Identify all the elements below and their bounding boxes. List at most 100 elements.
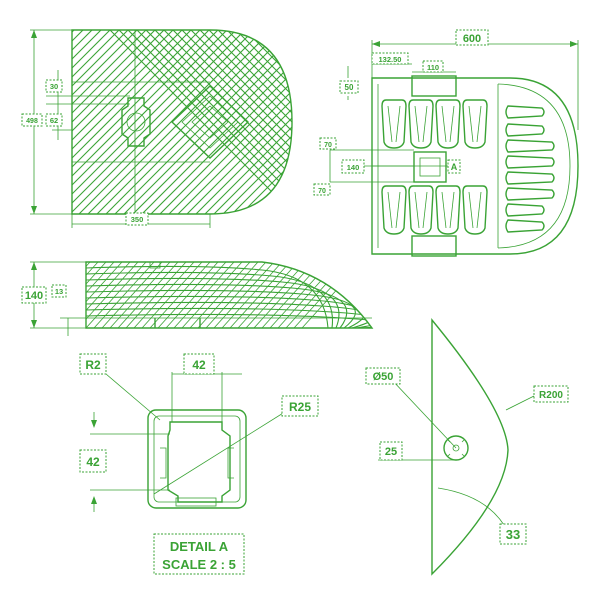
hatch-line bbox=[72, 30, 138, 214]
hatch-line bbox=[407, 30, 591, 214]
hatch-line bbox=[72, 30, 174, 214]
section-marker-a: A bbox=[451, 162, 458, 172]
hatch-line bbox=[109, 262, 171, 328]
hatch-line bbox=[149, 262, 211, 328]
hatch-line bbox=[205, 262, 267, 328]
hatch-line bbox=[118, 30, 292, 214]
hatch-line bbox=[235, 30, 292, 214]
plan-hatching bbox=[72, 30, 591, 214]
dimension-labels: 600 132.50 110 50 70 140 70 A 498 30 62 … bbox=[21, 29, 569, 575]
hatch-line bbox=[150, 30, 292, 214]
nose-drainage-cell bbox=[505, 105, 545, 119]
hatch-line bbox=[86, 262, 131, 328]
hatch-line bbox=[245, 262, 307, 328]
dim-140-front: 140 bbox=[25, 290, 43, 302]
dim-70-upper: 70 bbox=[324, 142, 332, 149]
plan-view-right bbox=[371, 75, 579, 257]
hatch-line bbox=[105, 30, 291, 214]
hatch-line bbox=[72, 30, 237, 214]
dim-50: 50 bbox=[345, 83, 354, 92]
plan-view-dimensions bbox=[30, 29, 211, 228]
hatch-line bbox=[86, 262, 107, 328]
hatch-line bbox=[86, 262, 99, 328]
hatch-line bbox=[208, 30, 292, 214]
hatch-line bbox=[72, 30, 219, 214]
detail-scale: SCALE 2 : 5 bbox=[162, 557, 236, 572]
hatch-line bbox=[141, 262, 203, 328]
hatch-line bbox=[222, 30, 292, 214]
dim-498: 498 bbox=[26, 118, 38, 125]
hatch-line bbox=[181, 262, 243, 328]
hatch-line bbox=[159, 30, 292, 214]
plan-right-dimensions bbox=[329, 40, 579, 183]
nose-drainage-cell bbox=[505, 139, 555, 153]
hatch-line bbox=[226, 30, 292, 214]
dim-30: 30 bbox=[50, 82, 58, 91]
hatch-line bbox=[101, 262, 163, 328]
hatch-line bbox=[195, 30, 292, 214]
hatch-line bbox=[72, 30, 129, 214]
contour-line bbox=[86, 301, 372, 328]
detail-r25: R25 bbox=[289, 400, 311, 414]
end-33: 33 bbox=[506, 527, 520, 542]
hatch-line bbox=[204, 30, 292, 214]
hatch-line bbox=[181, 30, 292, 214]
hatch-line bbox=[163, 30, 292, 214]
hatch-line bbox=[244, 30, 292, 214]
hatch-line bbox=[199, 30, 292, 214]
hatch-line bbox=[114, 30, 292, 214]
dim-110: 110 bbox=[427, 63, 439, 72]
hatch-line bbox=[190, 30, 292, 214]
hatch-line bbox=[72, 30, 165, 214]
nose-drainage-cell bbox=[505, 171, 555, 185]
drainage-cell bbox=[462, 99, 488, 149]
end-r200: R200 bbox=[539, 390, 563, 401]
hatch-line bbox=[72, 30, 156, 214]
nose-drainage-cell bbox=[505, 219, 545, 233]
detail-r2: R2 bbox=[85, 358, 101, 372]
hatch-line bbox=[86, 262, 123, 328]
end-diameter-50: Ø50 bbox=[373, 371, 394, 383]
hatch-line bbox=[72, 30, 201, 214]
hatch-line bbox=[217, 30, 292, 214]
detail-a-view bbox=[90, 372, 289, 512]
dim-70-lower: 70 bbox=[318, 188, 326, 195]
drainage-cell bbox=[435, 99, 461, 149]
contour-line bbox=[86, 313, 372, 328]
hatch-line bbox=[172, 30, 292, 214]
contour-line bbox=[86, 289, 356, 328]
dim-350: 350 bbox=[131, 215, 144, 224]
contour-line bbox=[86, 307, 372, 328]
hatch-line bbox=[177, 30, 292, 214]
hatch-line bbox=[173, 262, 235, 328]
hatch-line bbox=[72, 30, 192, 214]
hatch-line bbox=[189, 262, 251, 328]
dim-62: 62 bbox=[50, 116, 58, 125]
hatch-line bbox=[86, 262, 115, 328]
drainage-cells-lower bbox=[381, 185, 488, 235]
dim-overall-width: 600 bbox=[463, 33, 481, 45]
hatch-line bbox=[125, 262, 187, 328]
hatch-line bbox=[117, 262, 179, 328]
plan-view-left bbox=[71, 29, 591, 215]
detail-42-left: 42 bbox=[86, 455, 100, 469]
hatch-line bbox=[72, 30, 246, 214]
contour-line bbox=[86, 295, 366, 328]
hatch-line bbox=[229, 262, 291, 328]
drainage-cell bbox=[408, 99, 434, 149]
dim-140-plan: 140 bbox=[347, 163, 360, 172]
hatch-line bbox=[132, 30, 292, 214]
hatch-line bbox=[237, 262, 299, 328]
drainage-cells-upper bbox=[381, 99, 488, 149]
hatch-line bbox=[86, 262, 147, 328]
nose-drainage-cell bbox=[505, 155, 555, 169]
drainage-cell bbox=[408, 185, 434, 235]
hatch-line bbox=[72, 30, 147, 214]
nose-drainage-cell bbox=[505, 123, 545, 137]
hatch-line bbox=[197, 262, 259, 328]
dim-13: 13 bbox=[55, 287, 63, 296]
hatch-line bbox=[96, 30, 282, 214]
hatch-line bbox=[168, 30, 292, 214]
hatch-line bbox=[165, 262, 227, 328]
